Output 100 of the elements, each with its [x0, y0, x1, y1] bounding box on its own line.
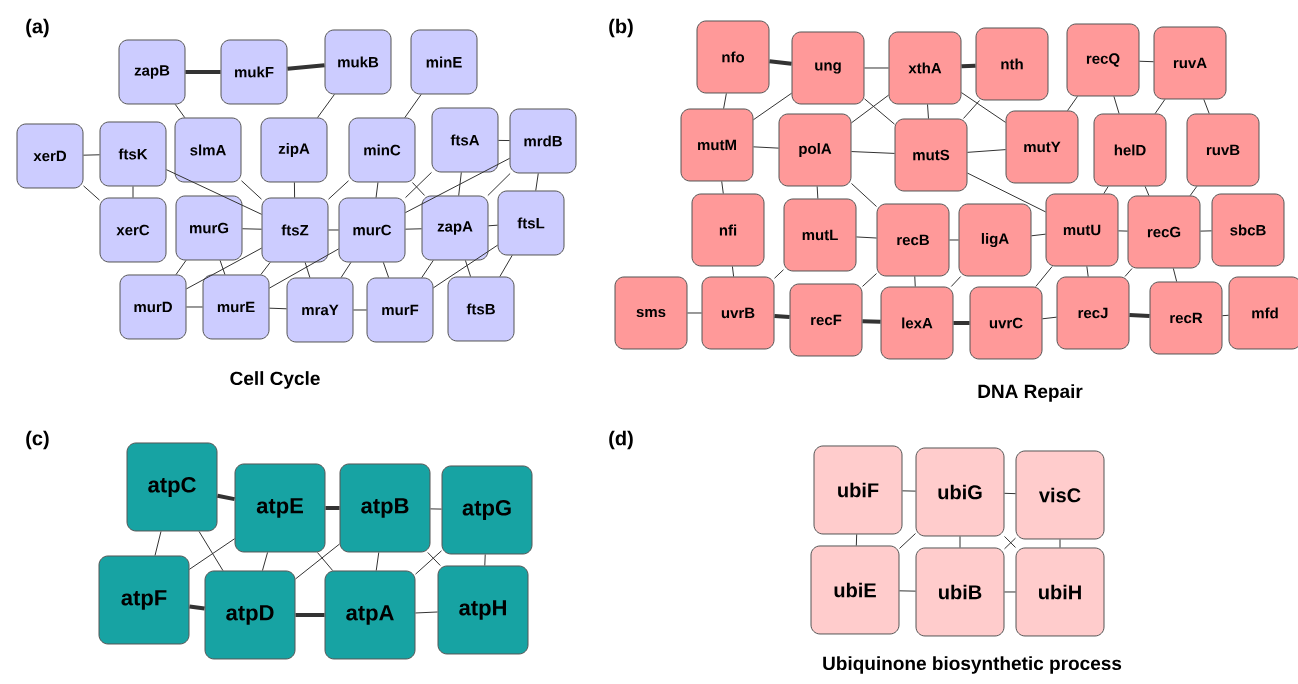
edge-line: [415, 611, 438, 614]
edge-line: [963, 100, 981, 119]
edge-line: [1129, 312, 1150, 318]
edge-line: [753, 92, 792, 121]
gene-box: polA: [778, 113, 852, 187]
gene-box: zipA: [260, 117, 328, 183]
edge-line: [316, 552, 334, 571]
edge-line: [1103, 186, 1109, 194]
gene-box: mukB: [324, 29, 392, 95]
gene-box: nfo: [696, 20, 770, 94]
edge-line: [411, 182, 426, 196]
gene-box: sbcB: [1211, 193, 1285, 267]
edge-line: [774, 269, 784, 279]
edge-line: [862, 319, 881, 324]
edge-line: [269, 307, 287, 310]
gene-box: ung: [791, 31, 865, 105]
edge-line: [83, 185, 100, 201]
edge-line: [484, 554, 486, 566]
edge-line: [430, 508, 442, 510]
edge-line: [498, 139, 510, 142]
gene-box: ftsZ: [261, 197, 329, 263]
edge-line: [269, 248, 339, 289]
edge-line: [375, 182, 379, 198]
edge-line: [961, 92, 1006, 123]
gene-box: mfd: [1228, 276, 1298, 350]
gene-box: mutY: [1005, 110, 1079, 184]
edge-line: [132, 186, 134, 198]
edge-line: [328, 180, 349, 200]
gene-box: zapB: [118, 39, 186, 105]
edge-line: [295, 543, 340, 580]
gene-box: sms: [614, 276, 688, 350]
edge-line: [899, 533, 916, 549]
edge-line: [899, 590, 916, 592]
edge-line: [1004, 591, 1016, 593]
gene-box: zapA: [421, 195, 489, 261]
edge-line: [353, 309, 367, 311]
gene-box: xerC: [99, 197, 167, 263]
gene-box: atpC: [126, 442, 218, 532]
edge-line: [1144, 186, 1150, 196]
gene-box: murG: [175, 195, 243, 261]
gene-box: mukF: [220, 39, 288, 105]
edge-line: [967, 172, 1046, 213]
edge-line: [427, 552, 441, 566]
edge-line: [405, 157, 510, 214]
gene-box: murD: [119, 274, 187, 340]
edge-line: [241, 180, 262, 200]
edge-line: [186, 247, 262, 290]
edge-line: [405, 228, 422, 230]
edge-line: [219, 260, 226, 275]
edge-line: [328, 229, 339, 231]
edge-line: [864, 67, 889, 69]
gene-box: recG: [1127, 195, 1201, 269]
gene-box: helD: [1093, 113, 1167, 187]
edge-line: [902, 490, 916, 492]
gene-box: atpH: [437, 565, 529, 655]
edge-line: [217, 493, 235, 502]
panel-caption: Cell Cycle: [230, 371, 320, 389]
gene-box: mutL: [783, 198, 857, 272]
gene-box: recJ: [1056, 276, 1130, 350]
edge-line: [1086, 266, 1089, 277]
edge-line: [855, 534, 858, 546]
edge-line: [864, 98, 895, 125]
gene-box: lexA: [880, 286, 954, 360]
edge-line: [950, 276, 962, 287]
gene-box: atpF: [98, 555, 190, 645]
gene-box: ruvA: [1153, 26, 1227, 100]
gene-box: murE: [202, 274, 270, 340]
edge-line: [1200, 230, 1212, 232]
edge-line: [1035, 266, 1053, 287]
edge-line: [1172, 268, 1178, 282]
gene-box: ubiE: [810, 545, 900, 635]
edge-line: [1222, 314, 1229, 317]
edge-line: [304, 262, 311, 278]
edge-line: [375, 552, 380, 571]
edge-line: [175, 260, 187, 275]
gene-box: ubiB: [915, 547, 1005, 637]
gene-box: mraY: [286, 277, 354, 343]
edge-line: [753, 146, 779, 149]
gene-box: nfi: [691, 193, 765, 267]
edge-line: [1059, 539, 1061, 548]
gene-box: ftsL: [497, 190, 565, 256]
gene-box: xthA: [888, 31, 962, 105]
gene-box: ruvB: [1186, 113, 1260, 187]
edge-line: [967, 149, 1006, 153]
edge-line: [198, 531, 224, 571]
gene-box: recF: [789, 283, 863, 357]
gene-box: uvrC: [969, 286, 1043, 360]
gene-box: atpG: [441, 465, 533, 555]
edge-line: [1139, 60, 1154, 63]
edge-line: [851, 94, 889, 124]
edge-line: [862, 273, 877, 287]
gene-box: atpB: [339, 463, 431, 553]
gene-box: mrdB: [509, 108, 577, 174]
edge-line: [1113, 96, 1120, 114]
edge-line: [83, 154, 100, 156]
edge-line: [1042, 316, 1057, 320]
gene-box: recB: [876, 203, 950, 277]
edge-line: [464, 260, 472, 277]
gene-box: ftsK: [99, 121, 167, 187]
edge-line: [816, 186, 819, 199]
